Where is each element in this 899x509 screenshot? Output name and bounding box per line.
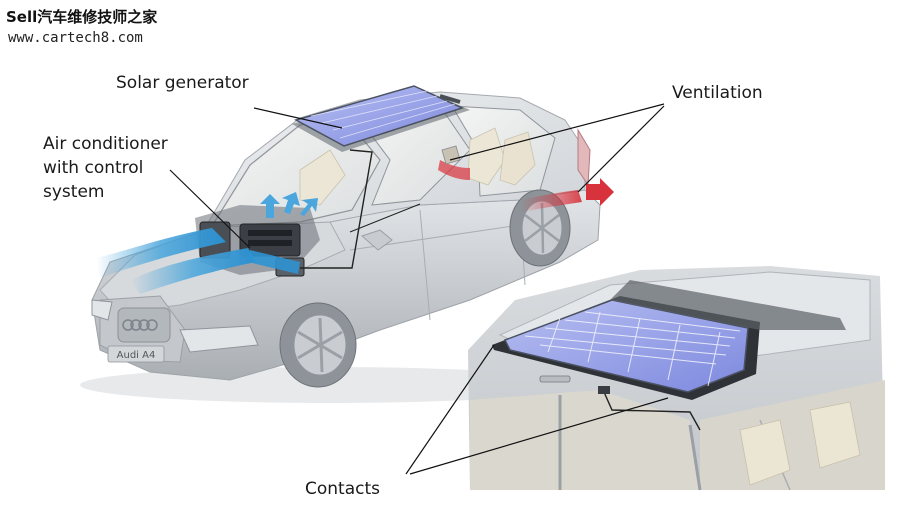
solar-panel-main	[292, 85, 470, 152]
warm-airflow	[438, 145, 614, 212]
audi-rings-logo	[122, 319, 158, 331]
watermark-title: Sell汽车维修技师之家	[6, 8, 158, 26]
license-plate: Audi A4	[107, 345, 165, 363]
leader-solar	[253, 107, 343, 129]
inset-wiring	[603, 391, 701, 431]
cool-airflow	[96, 192, 318, 294]
sunroof-inset	[468, 266, 885, 491]
label-solar-generator: Solar generator	[116, 73, 249, 93]
wiring-secondary	[349, 203, 421, 233]
solar-panel-closeup	[503, 299, 749, 393]
leader-contacts-1	[405, 344, 495, 475]
leader-ventilation-2	[577, 105, 665, 193]
leader-lines	[169, 103, 669, 475]
label-air-conditioner-1: Air conditioner	[43, 134, 168, 154]
main-car: Audi A4	[80, 85, 614, 403]
leader-ventilation-1	[449, 103, 665, 161]
label-air-conditioner-3: system	[43, 182, 105, 202]
badge-text: Audi A4	[117, 350, 156, 361]
wiring-main	[300, 149, 373, 269]
leader-ac	[169, 169, 251, 249]
label-air-conditioner-2: with control	[43, 158, 144, 178]
label-ventilation: Ventilation	[672, 83, 763, 103]
watermark-url: www.cartech8.com	[8, 30, 143, 46]
leader-contacts-2	[409, 397, 669, 475]
label-contacts: Contacts	[305, 479, 380, 499]
front-wheel	[279, 302, 357, 388]
